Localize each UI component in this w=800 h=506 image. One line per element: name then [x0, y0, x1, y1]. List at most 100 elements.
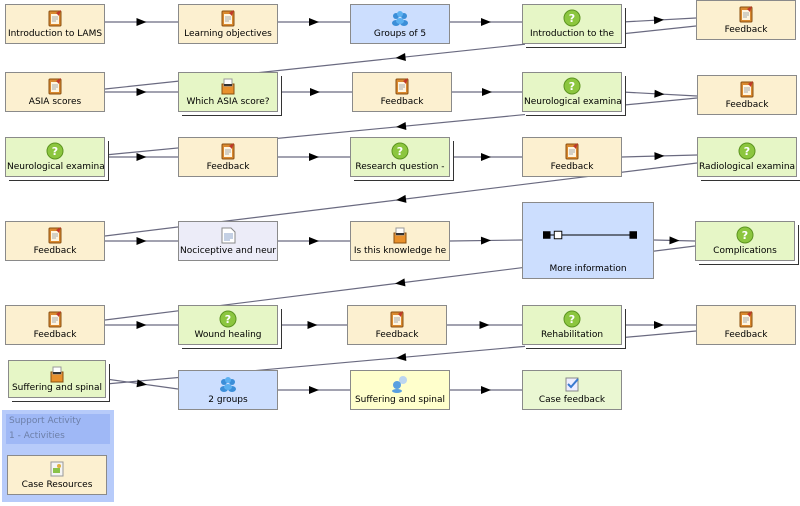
activity-label: Feedback [206, 162, 250, 172]
activity-groups-of-5[interactable]: Groups of 5 [350, 4, 450, 44]
activity-case-feedback[interactable]: Case feedback [522, 370, 622, 410]
svg-text:?: ? [744, 145, 750, 158]
question-icon: ? [46, 142, 64, 160]
activity-label: Feedback [375, 330, 419, 340]
activity-label: Rehabilitation [540, 330, 604, 340]
transition-arrow [481, 386, 491, 394]
activity-feedback[interactable]: Feedback [352, 72, 452, 112]
vote-icon [221, 78, 235, 95]
transition-arrow [136, 18, 147, 26]
activity-label: Introduction to LAMS [7, 29, 103, 39]
notepad-icon [48, 227, 62, 244]
transition-arrow [136, 88, 147, 96]
transition-arrow [136, 379, 147, 388]
notepad-icon [221, 10, 235, 27]
transition-arrow [307, 321, 318, 329]
transition-arrow [395, 278, 406, 287]
activity-label: Feedback [380, 97, 424, 107]
question-icon: ? [563, 310, 581, 328]
activity-label: Learning objectives [184, 29, 272, 39]
svg-text:?: ? [569, 80, 575, 93]
svg-text:?: ? [397, 145, 403, 158]
activity-introduction-to-lams[interactable]: Introduction to LAMS [5, 4, 105, 44]
activity-case-resources[interactable]: Case Resources [7, 455, 107, 495]
activity-suffering-and-spinal[interactable]: Suffering and spinal [350, 370, 450, 410]
activity-label: Wound healing [194, 330, 262, 340]
activity-feedback[interactable]: Feedback [522, 137, 622, 177]
question-icon: ? [563, 9, 581, 27]
activity-more-information[interactable]: More information [522, 202, 654, 279]
transition-arrow [396, 353, 407, 362]
activity-radiological-examina[interactable]: ?Radiological examina [697, 137, 797, 177]
vote-icon [393, 227, 407, 244]
activity-learning-objectives[interactable]: Learning objectives [178, 4, 278, 44]
support-activity-subtitle: 1 - Activities [9, 431, 65, 441]
support-activity-panel[interactable]: Support Activity 1 - Activities Case Res… [2, 410, 114, 502]
notepad-icon [48, 311, 62, 328]
activity-which-asia-score[interactable]: Which ASIA score? [178, 72, 278, 112]
notepad-icon [565, 143, 579, 160]
activity-label: Feedback [33, 246, 77, 256]
transition-arrow [136, 237, 147, 245]
activity-neurological-examina[interactable]: ? Neurological examina [522, 72, 622, 112]
notepad-icon [739, 311, 753, 328]
activity-label: Neurological examina [524, 97, 621, 107]
activity-feedback[interactable]: Feedback [697, 75, 797, 115]
svg-text:?: ? [225, 313, 231, 326]
notepad-icon [221, 143, 235, 160]
activity-suffering-and-spinal[interactable]: Suffering and spinal [8, 360, 106, 398]
svg-text:?: ? [52, 145, 58, 158]
notepad-icon [739, 6, 753, 23]
activity-nociceptive-and-neur[interactable]: Nociceptive and neur [178, 221, 278, 261]
activity-is-this-knowledge-he[interactable]: Is this knowledge he [350, 221, 450, 261]
activity-label: More information [549, 264, 627, 274]
activity-label: Suffering and spinal [11, 383, 103, 393]
transition-arrow [395, 52, 406, 61]
activity-label: Is this knowledge he [353, 246, 447, 256]
transition-arrow [396, 122, 407, 131]
transition-arrow [309, 237, 319, 245]
activity-feedback[interactable]: Feedback [178, 137, 278, 177]
activity-label: Feedback [33, 330, 77, 340]
activity-neurological-examina[interactable]: ? Neurological examina [5, 137, 105, 177]
notepad-icon [395, 78, 409, 95]
activity-rehabilitation[interactable]: ? Rehabilitation [522, 305, 622, 345]
svg-text:?: ? [569, 313, 575, 326]
activity-2-groups[interactable]: 2 groups [178, 370, 278, 410]
checklist-icon [565, 377, 579, 392]
activity-introduction-to-the[interactable]: ? Introduction to the [522, 4, 622, 44]
transition-arrow [310, 88, 320, 96]
activity-asia-scores[interactable]: ASIA scores [5, 72, 105, 112]
transition-arrow [654, 89, 665, 98]
transition-arrow [309, 18, 319, 26]
transition-arrow [396, 194, 407, 203]
transition-arrow [479, 321, 490, 329]
support-activity-header: Support Activity 1 - Activities [6, 414, 110, 444]
activity-label: Neurological examina [7, 162, 104, 172]
activity-wound-healing[interactable]: ? Wound healing [178, 305, 278, 345]
activity-feedback[interactable]: Feedback [696, 305, 796, 345]
activity-label: Groups of 5 [373, 29, 427, 39]
chat-icon [392, 376, 407, 393]
transition-arrow [309, 153, 319, 161]
question-icon: ? [738, 142, 756, 160]
activity-feedback[interactable]: Feedback [347, 305, 447, 345]
activity-label: ASIA scores [28, 97, 82, 107]
notepad-icon [48, 10, 62, 27]
activity-label: 2 groups [208, 395, 248, 405]
document-icon [221, 227, 236, 244]
question-icon: ? [391, 142, 409, 160]
notepad-icon [740, 81, 754, 98]
activity-label: Feedback [724, 330, 768, 340]
activity-feedback[interactable]: Feedback [5, 305, 105, 345]
svg-text:?: ? [569, 12, 575, 25]
activity-feedback[interactable]: Feedback [5, 221, 105, 261]
activity-feedback[interactable]: Feedback [696, 0, 796, 40]
transition-arrow [669, 236, 680, 245]
activity-label: Introduction to the [529, 29, 615, 39]
activity-label: Nociceptive and neur [180, 246, 277, 256]
activity-research-question[interactable]: ?Research question - [350, 137, 450, 177]
activity-complications[interactable]: ?Complications [695, 221, 795, 261]
question-icon: ? [563, 77, 581, 95]
notepad-icon [48, 78, 62, 95]
